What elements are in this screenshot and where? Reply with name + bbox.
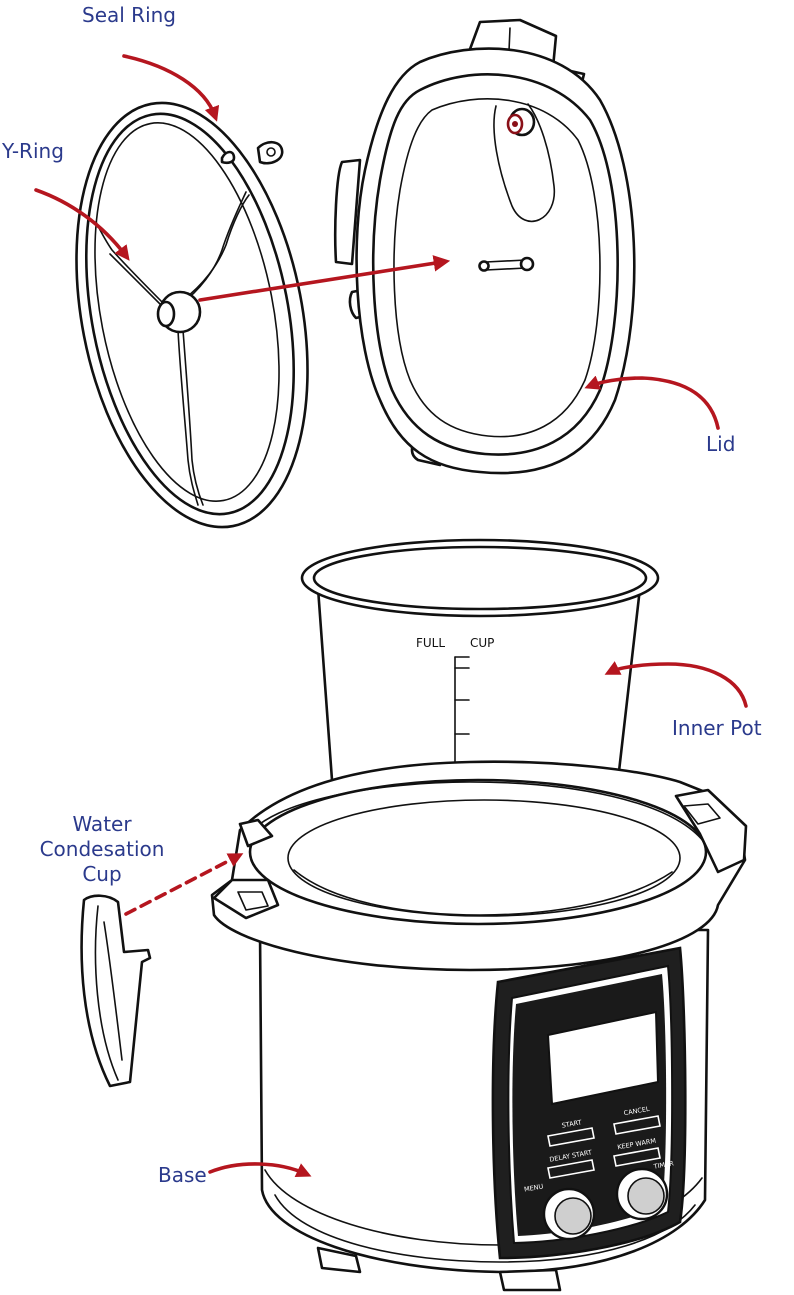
cup-mark-label: CUP	[470, 636, 494, 650]
start-button-label: START	[561, 1118, 582, 1129]
seal-ring-label: Seal Ring	[82, 3, 176, 27]
y-ring-label: Y-Ring	[1, 139, 64, 163]
water-cup-label-line1: Water	[72, 812, 132, 836]
lid-drawing	[333, 18, 636, 475]
menu-knob-label: MENU	[523, 1182, 544, 1193]
base-drawing: START CANCEL DELAY START KEEP WARM MENU …	[210, 760, 748, 1292]
base-label: Base	[158, 1163, 207, 1187]
lid-label: Lid	[706, 432, 735, 456]
water-cup-label-line3: Cup	[82, 862, 121, 886]
water-cup-label-line2: Condesation	[40, 837, 165, 861]
inner-pot-label: Inner Pot	[672, 716, 762, 740]
timer-knob-label: TIMER	[652, 1159, 675, 1171]
water-cup-drawing	[80, 894, 152, 1088]
full-mark-label: FULL	[416, 636, 445, 650]
pointer-arrows	[34, 54, 748, 1178]
